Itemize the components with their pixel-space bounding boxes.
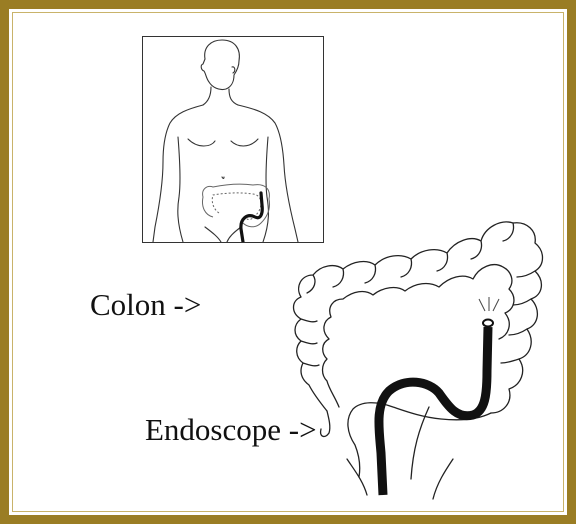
endoscope-label: Endoscope -> xyxy=(145,412,317,448)
endoscope-tube xyxy=(379,327,488,495)
large-colon-outline xyxy=(294,222,543,499)
colon-label: Colon -> xyxy=(90,287,201,323)
endoscope-tip xyxy=(483,320,493,327)
endoscope-tip-light-lines xyxy=(479,297,499,311)
